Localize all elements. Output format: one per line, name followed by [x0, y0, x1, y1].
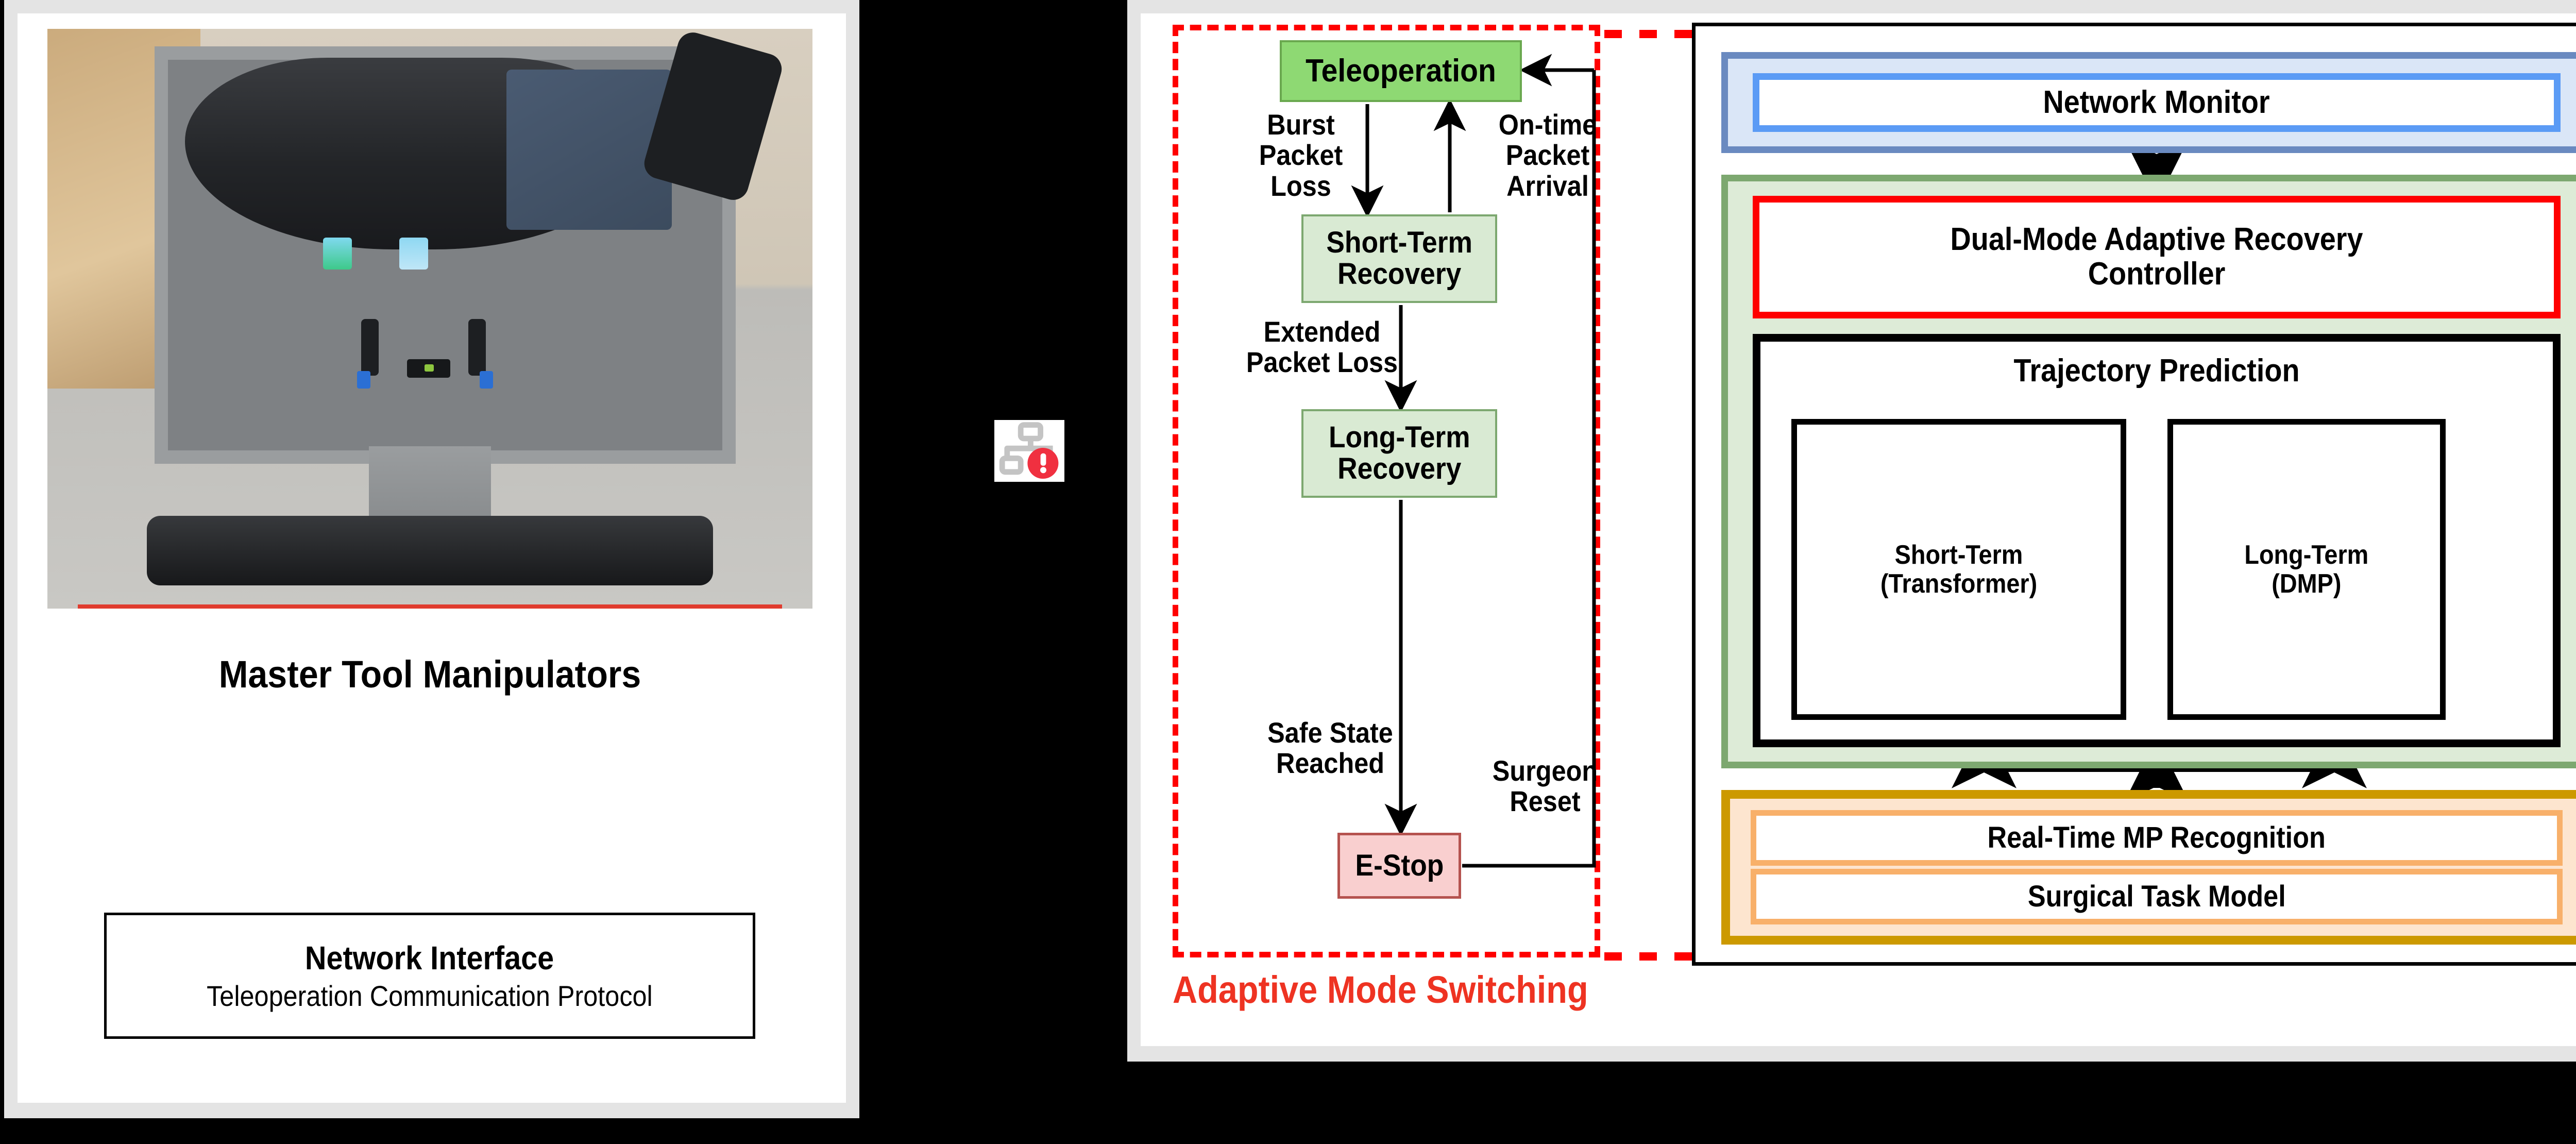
dual-mode-controller-text: Dual-Mode Adaptive Recovery Controller: [1927, 222, 2386, 292]
short-term-line1: Short-Term: [1894, 540, 2023, 570]
state-node-e-stop-label: E-Stop: [1355, 848, 1444, 882]
long-term-dmp-text: Long-Term (DMP): [2238, 541, 2376, 598]
transition-label-surgeon-reset: Surgeon Reset: [1481, 755, 1609, 817]
network-monitor-label: Network Monitor: [2043, 84, 2270, 120]
state-node-short-term-recovery[interactable]: Short-Term Recovery: [1301, 214, 1497, 303]
ontime-line3: Arrival: [1506, 169, 1589, 202]
system-architecture-panel: Adaptive Mode Switching: [1127, 0, 2576, 1062]
state-node-long-term-recovery-line2: Recovery: [1337, 452, 1462, 485]
ontime-line2: Packet: [1505, 139, 1590, 172]
master-side-panel: Master Tool Manipulators Network Interfa…: [4, 0, 859, 1118]
long-term-dmp-box[interactable]: Long-Term (DMP): [2167, 419, 2446, 720]
burst-line1: Burst: [1267, 108, 1335, 141]
dual-mode-adaptive-recovery-controller-box[interactable]: Dual-Mode Adaptive Recovery Controller: [1753, 196, 2561, 318]
trajectory-prediction-title-wrap: Trajectory Prediction: [1760, 354, 2553, 389]
state-node-teleoperation-label: Teleoperation: [1306, 53, 1496, 89]
master-tool-manipulators-photo: [47, 29, 812, 609]
long-term-line2: (DMP): [2272, 569, 2342, 599]
network-interface-subtitle: Teleoperation Communication Protocol: [207, 980, 653, 1012]
extended-line2: Packet Loss: [1246, 346, 1398, 379]
safe-line2: Reached: [1276, 747, 1385, 780]
short-term-transformer-text: Short-Term (Transformer): [1872, 541, 2046, 598]
control-architecture-box: Network Monitor Dual-Mode Adaptive Recov…: [1692, 23, 2576, 966]
trajectory-prediction-title: Trajectory Prediction: [2013, 353, 2300, 389]
adaptive-mode-switching-label: Adaptive Mode Switching: [1173, 968, 1588, 1011]
recognition-group: Real-Time MP Recognition Surgical Task M…: [1721, 790, 2576, 945]
state-node-long-term-recovery-line1: Long-Term: [1328, 420, 1470, 455]
safe-line1: Safe State: [1267, 716, 1393, 749]
mp-recognition-label: Real-Time MP Recognition: [1987, 820, 2326, 854]
transition-label-extended-packet-loss: Extended Packet Loss: [1219, 316, 1425, 378]
network-error-icon: [994, 420, 1064, 482]
surgical-task-model-text: Surgical Task Model: [2013, 879, 2300, 913]
short-term-transformer-box[interactable]: Short-Term (Transformer): [1791, 419, 2126, 720]
dual-mode-line1: Dual-Mode Adaptive Recovery: [1950, 222, 2363, 258]
surgeonreset-line2: Reset: [1510, 785, 1581, 818]
real-time-mp-recognition-box[interactable]: Real-Time MP Recognition: [1751, 810, 2563, 866]
master-side-panel-inner: Master Tool Manipulators Network Interfa…: [18, 13, 846, 1103]
state-node-e-stop[interactable]: E-Stop: [1337, 833, 1461, 899]
network-interface-box: Network Interface Teleoperation Communic…: [104, 913, 755, 1039]
state-node-short-term-recovery-line1: Short-Term: [1326, 226, 1472, 260]
transition-label-burst-packet-loss: Burst Packet Loss: [1231, 109, 1370, 201]
system-architecture-panel-inner: Adaptive Mode Switching: [1141, 13, 2576, 1046]
surgeonreset-line1: Surgeon: [1492, 754, 1598, 787]
ontime-line1: On-time: [1498, 108, 1597, 141]
network-monitor-group: Network Monitor: [1721, 52, 2576, 153]
network-monitor-text: Network Monitor: [2030, 84, 2282, 120]
network-interface-title: Network Interface: [305, 939, 554, 977]
burst-line3: Loss: [1270, 169, 1331, 202]
transition-label-safe-state-reached: Safe State Reached: [1238, 717, 1423, 779]
long-term-line1: Long-Term: [2244, 540, 2369, 570]
burst-line2: Packet: [1259, 139, 1343, 172]
master-tool-manipulators-caption: Master Tool Manipulators: [218, 653, 641, 696]
state-node-short-term-recovery-line2: Recovery: [1337, 257, 1462, 291]
adaptive-mode-switching-region: [1173, 25, 1600, 957]
extended-line1: Extended: [1263, 315, 1381, 348]
state-node-long-term-recovery[interactable]: Long-Term Recovery: [1301, 409, 1497, 498]
surgical-task-model-box[interactable]: Surgical Task Model: [1751, 869, 2563, 924]
trajectory-prediction-box[interactable]: Trajectory Prediction Short-Term (Transf…: [1753, 334, 2561, 747]
transition-label-on-time-packet-arrival: On-time Packet Arrival: [1470, 109, 1625, 201]
recovery-group: Dual-Mode Adaptive Recovery Controller T…: [1721, 175, 2576, 768]
mp-recognition-text: Real-Time MP Recognition: [1969, 820, 2344, 854]
state-node-teleoperation[interactable]: Teleoperation: [1280, 40, 1522, 102]
short-term-line2: (Transformer): [1880, 569, 2038, 599]
network-monitor-box[interactable]: Network Monitor: [1753, 73, 2561, 132]
surgical-task-model-label: Surgical Task Model: [2027, 879, 2286, 913]
dual-mode-line2: Controller: [2088, 256, 2226, 292]
